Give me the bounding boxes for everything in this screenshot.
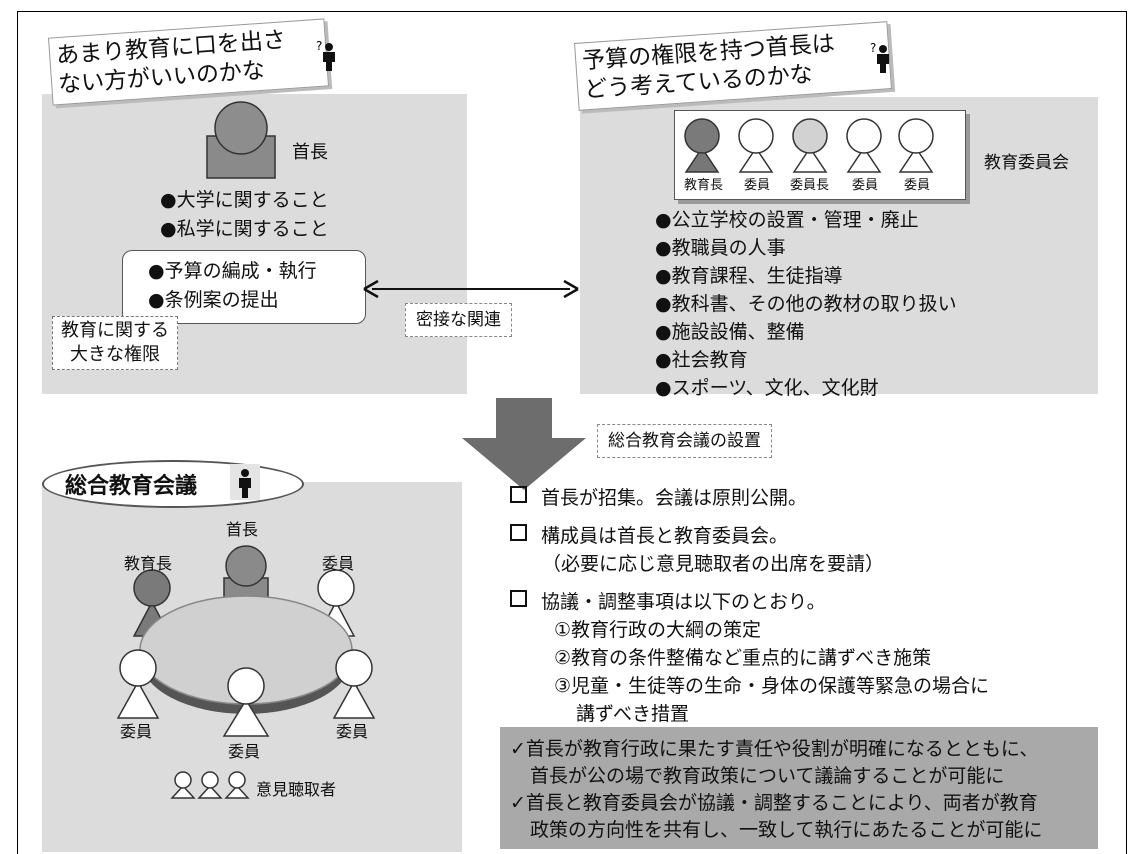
outer-frame xyxy=(17,11,1127,854)
point-line: ②教育の条件整備など重点的に講ずべき施策 xyxy=(554,647,932,669)
point-item: 首長が招集。会議は原則公開。 xyxy=(510,484,989,512)
member-label: 委員 xyxy=(744,178,771,193)
member-label: 教育長 xyxy=(684,178,724,193)
board-member-icons xyxy=(684,118,934,173)
seat-label-bottom-center: 委員 xyxy=(228,742,261,761)
seat-label-bottom-left: 委員 xyxy=(120,722,153,741)
point-line: 首長が招集。会議は原則公開。 xyxy=(541,487,808,509)
svg-text:?: ? xyxy=(316,39,322,53)
head-figure-label: 首長 xyxy=(292,142,328,163)
board-item: ●教科書、その他の教材の取り扱い xyxy=(655,293,957,315)
head-power-item: ●条例案の提出 xyxy=(148,289,279,311)
points-list: 首長が招集。会議は原則公開。 首長が招集。会議は原則公開。構成員は首長と教育委員… xyxy=(510,484,989,728)
council-title: 総合教育会議 xyxy=(65,474,198,499)
thinking-person-icon: ? xyxy=(316,39,335,71)
board-item: ●教職員の人事 xyxy=(655,237,786,259)
relation-label: 密接な関連 xyxy=(405,303,512,337)
board-item: ●施設設備、整備 xyxy=(655,321,805,343)
relation-arrow xyxy=(363,279,579,299)
head-power-item: ●予算の編成・執行 xyxy=(148,260,317,282)
seat-label-superintendent: 教育長 xyxy=(124,554,173,573)
summary-line: ✓首長が教育行政に果たす責任や役割が明確になるとともに、 xyxy=(510,738,1039,760)
checkbox-icon xyxy=(510,486,527,503)
board-item: ●スポーツ、文化、文化財 xyxy=(655,377,879,399)
head-item: ●私学に関すること xyxy=(160,218,329,240)
down-arrow-icon xyxy=(462,398,586,490)
summary-box xyxy=(500,727,1098,849)
listener-icons xyxy=(170,771,250,799)
point-line: ①教育行政の大綱の策定 xyxy=(554,619,762,641)
member-figure xyxy=(846,118,882,173)
head-power-box xyxy=(122,250,366,324)
listener-label: 意見聴取者 xyxy=(256,780,337,799)
head-figure-icon xyxy=(206,101,276,179)
member-label: 委員 xyxy=(904,178,931,193)
council-title-badge xyxy=(42,460,304,508)
council-person-icon xyxy=(230,464,260,500)
member-figure xyxy=(898,118,934,173)
seat-member-bottom-center xyxy=(222,667,270,737)
board-items: ●公立学校の設置・管理・廃止 ●教職員の人事 ●教育課程、生徒指導 ●教科書、そ… xyxy=(655,206,957,402)
seat-label-top-right: 委員 xyxy=(322,554,355,573)
point-line: 構成員は首長と教育委員会。 xyxy=(541,525,789,547)
point-item: 首長が招集。会議は原則公開。構成員は首長と教育委員会。 （必要に応じ意見聴取者の… xyxy=(510,522,989,578)
point-line: 協議・調整事項は以下のとおり。 xyxy=(541,591,826,613)
head-items: ●大学に関すること ●私学に関すること xyxy=(160,186,329,244)
board-item: ●公立学校の設置・管理・廃止 xyxy=(655,209,919,231)
summary-line: 政策の方向性を共有し、一致して執行にあたることが可能に xyxy=(530,819,1043,841)
member-figure-chair xyxy=(792,118,828,173)
board-item: ●教育課程、生徒指導 xyxy=(655,265,843,287)
board-title: 教育委員会 xyxy=(984,153,1069,173)
point-item: 協議・調整事項は以下のとおり。 ①教育行政の大綱の策定 ②教育の条件整備など重点… xyxy=(510,588,989,728)
member-figure-superintendent xyxy=(684,118,720,173)
summary-line: ✓首長と教育委員会が協議・調整することにより、両者が教育 xyxy=(510,792,1038,814)
council-table-scene xyxy=(116,545,376,737)
board-item: ●社会教育 xyxy=(655,349,748,371)
seat-label-bottom-right: 委員 xyxy=(336,722,369,741)
point-line: ③児童・生徒等の生命・身体の保護等緊急の場合に xyxy=(554,675,990,697)
svg-text:?: ? xyxy=(870,41,876,55)
thinking-person-icon: ? xyxy=(870,41,889,73)
summary-line: 首長が公の場で教育政策について議論することが可能に xyxy=(530,765,1005,787)
head-power-label-line1: 教育に関する xyxy=(61,320,169,341)
head-power-label: 教育に関する 大きな権限 xyxy=(52,316,178,370)
seat-member-bottom-left xyxy=(116,649,160,719)
member-label: 委員長 xyxy=(790,178,830,193)
head-power-items: ●予算の編成・執行 ●条例案の提出 xyxy=(148,257,317,315)
seat-member-bottom-right xyxy=(332,649,376,719)
checkbox-icon xyxy=(510,590,527,607)
member-label: 委員 xyxy=(852,178,879,193)
checkbox-icon xyxy=(510,524,527,541)
establishment-label: 総合教育会議の設置 xyxy=(597,424,772,458)
summary-text: ✓首長が教育行政に果たす責任や役割が明確になるとともに、 首長が公の場で教育政策… xyxy=(510,736,1042,844)
seat-label-head: 首長 xyxy=(226,520,259,539)
head-power-label-line2: 大きな権限 xyxy=(70,344,160,365)
head-item: ●大学に関すること xyxy=(160,189,329,211)
point-line: 講ずべき措置 xyxy=(576,703,690,725)
point-line: （必要に応じ意見聴取者の出席を要請） xyxy=(542,553,885,575)
member-figure xyxy=(738,118,774,173)
